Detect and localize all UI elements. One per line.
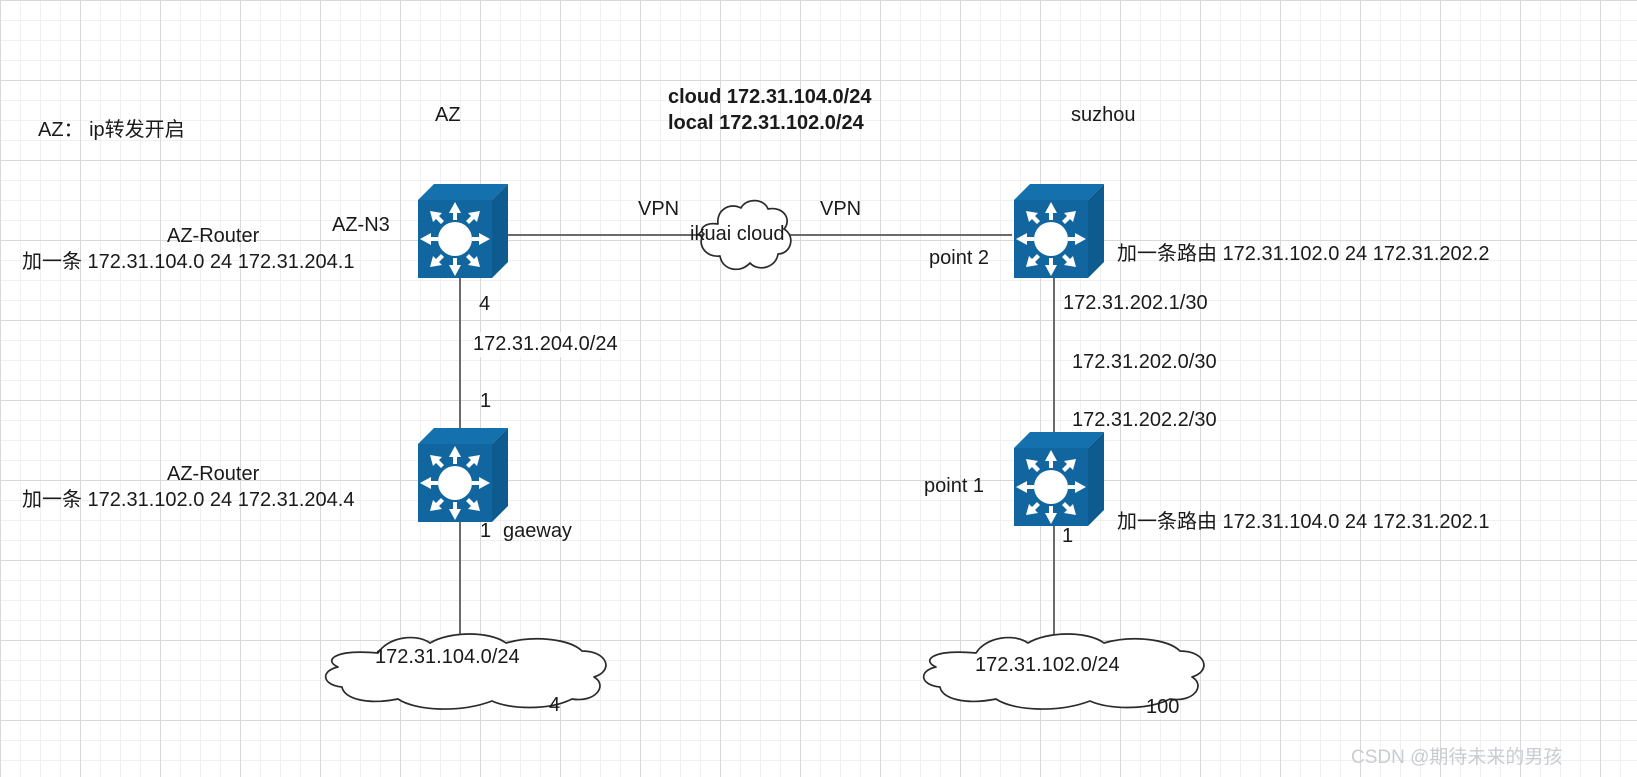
cloud-icon — [324, 633, 607, 710]
cloud-ikuai — [688, 196, 804, 283]
zone-label-az: AZ — [435, 104, 461, 126]
az-router-top-route: 加一条 172.31.104.0 24 172.31.204.1 — [22, 251, 355, 273]
az-router-bottom-route: 加一条 172.31.102.0 24 172.31.204.4 — [22, 489, 355, 511]
link-azn3-to-ikuai-cloud — [504, 234, 712, 236]
node-az-n3[interactable] — [412, 180, 508, 280]
node-az-gateway[interactable] — [412, 424, 508, 524]
cloud-icon — [922, 633, 1205, 710]
port-gateway-down: 1 — [480, 520, 492, 542]
point-1-route: 加一条路由 172.31.104.0 24 172.31.202.1 — [1117, 511, 1490, 533]
node-label-point-1: point 1 — [924, 475, 985, 497]
link-point1-to-lan-right — [1053, 524, 1055, 650]
zone-label-suzhou: suzhou — [1071, 104, 1136, 126]
port-point-1-down: 1 — [1062, 525, 1074, 547]
vpn-label-right: VPN — [820, 198, 862, 220]
cloud-subnet-line-2: local 172.31.102.0/24 — [668, 112, 864, 134]
node-label-az-n3: AZ-N3 — [332, 214, 390, 236]
lan-right-host-count: 100 — [1146, 696, 1180, 718]
wan-ip-point-2: 172.31.202.1/30 — [1063, 292, 1208, 314]
cloud-lan-right — [918, 629, 1208, 716]
cloud-label-lan-right: 172.31.102.0/24 — [975, 654, 1120, 676]
link-gateway-to-lan-left — [459, 520, 461, 650]
cloud-label-lan-left: 172.31.104.0/24 — [375, 646, 520, 668]
router-icon — [418, 184, 508, 278]
wan-subnet-202: 172.31.202.0/30 — [1072, 351, 1217, 373]
node-label-gateway: gaeway — [503, 520, 572, 542]
cloud-label-ikuai: ikuai cloud — [690, 223, 785, 245]
cloud-subnet-line-1: cloud 172.31.104.0/24 — [668, 86, 872, 108]
az-ip-forward-note: AZ： ip转发开启 — [38, 119, 185, 141]
router-icon — [1014, 432, 1104, 526]
node-point-2[interactable] — [1008, 180, 1104, 280]
port-gateway-up: 1 — [480, 390, 492, 412]
link-ikuai-cloud-to-point2 — [787, 234, 1012, 236]
cloud-lan-left — [320, 629, 610, 716]
node-label-point-2: point 2 — [929, 247, 990, 269]
az-router-bottom-title: AZ-Router — [167, 463, 260, 485]
point-2-route: 加一条路由 172.31.102.0 24 172.31.202.2 — [1117, 243, 1490, 265]
port-az-n3-down: 4 — [479, 293, 491, 315]
az-router-top-title: AZ-Router — [167, 225, 260, 247]
wan-ip-point-1: 172.31.202.2/30 — [1072, 409, 1217, 431]
vpn-label-left: VPN — [638, 198, 680, 220]
router-icon — [418, 428, 508, 522]
link-azn3-to-gateway — [459, 278, 461, 430]
csdn-watermark: CSDN @期待未来的男孩 — [1351, 747, 1563, 768]
link-subnet-az-204: 172.31.204.0/24 — [473, 332, 618, 357]
router-icon — [1014, 184, 1104, 278]
lan-left-host-count: 4 — [549, 694, 561, 716]
cloud-icon — [700, 199, 792, 271]
link-point2-to-point1 — [1053, 278, 1055, 458]
node-point-1[interactable] — [1008, 428, 1104, 528]
